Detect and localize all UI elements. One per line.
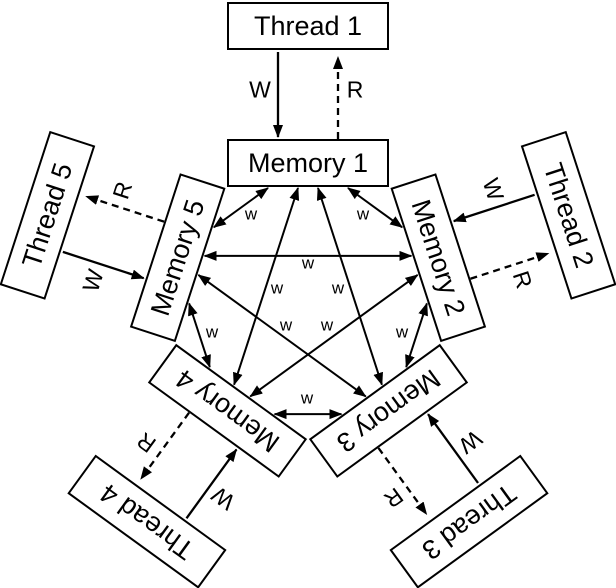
memory-box-1: Memory 1 — [227, 139, 389, 187]
memory-edge-label-2-4: w — [320, 315, 334, 335]
memory-edge-label-2-3: w — [395, 322, 409, 342]
memory-edge-label-1-3: w — [331, 278, 345, 298]
memory-edge-label-4-5: w — [205, 322, 219, 342]
write-arrow-3 — [427, 413, 479, 484]
thread-box-1: Thread 1 — [227, 2, 389, 50]
memory-edge-label-1-2: w — [356, 204, 370, 224]
read-arrow-3 — [377, 447, 428, 516]
memory-edge-label-5-1: w — [244, 204, 258, 224]
memory-edge-label-4-1: w — [270, 278, 284, 298]
write-label-1: W — [249, 76, 271, 103]
write-arrow-2 — [452, 193, 535, 223]
memory-edge-label-3-5: w — [279, 315, 293, 335]
read-arrow-2 — [470, 252, 550, 280]
write-arrow-5 — [62, 250, 145, 280]
read-arrow-5 — [85, 195, 165, 223]
read-label-1: R — [346, 76, 364, 103]
write-arrow-4 — [185, 448, 238, 519]
memory-edge-label-5-2: w — [301, 253, 315, 273]
memory-edge-label-3-4: w — [300, 388, 314, 408]
read-arrow-4 — [139, 411, 191, 480]
memory-edge-4-1 — [233, 187, 300, 386]
